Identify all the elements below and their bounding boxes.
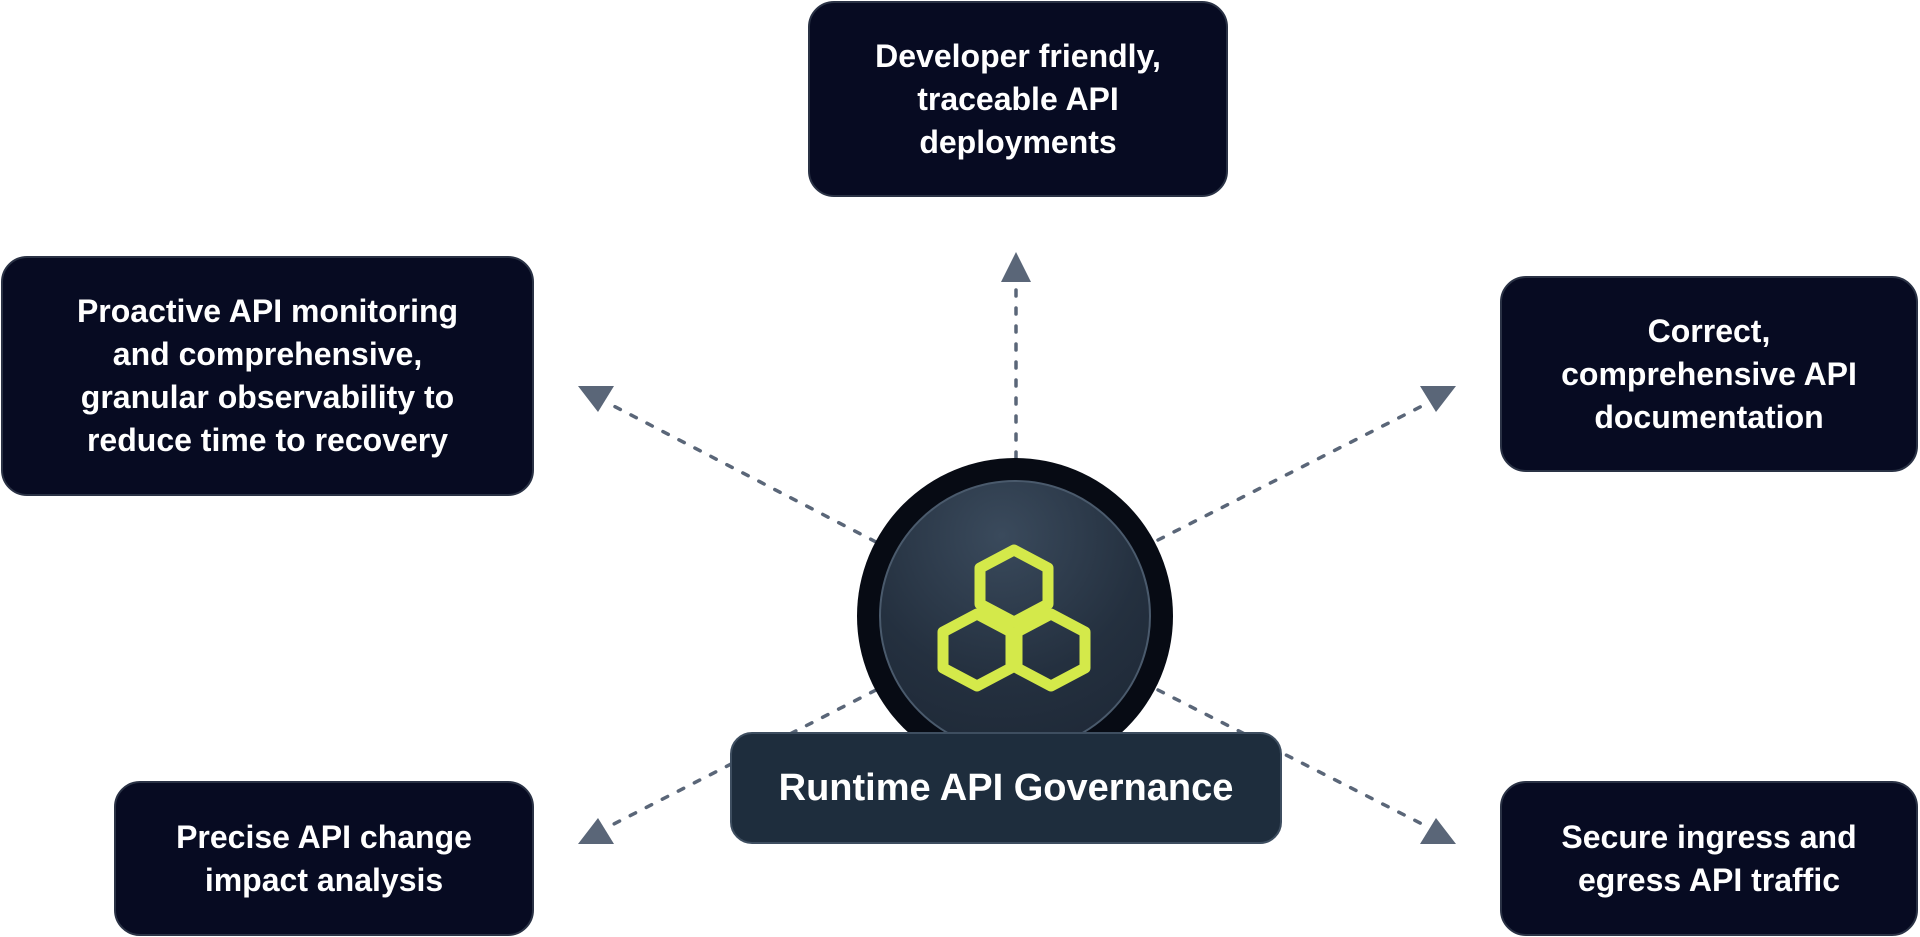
connector-right — [1156, 400, 1432, 542]
node-left-line: Proactive API monitoring — [76, 293, 459, 329]
node-right-line: comprehensive API — [1561, 355, 1857, 392]
node-bottom-left-line: Precise API change — [176, 818, 472, 855]
node-right-line: Correct, — [1647, 312, 1771, 349]
node-bottom-right-line: egress API traffic — [1577, 861, 1840, 898]
node-right-line: documentation — [1594, 398, 1824, 435]
node-top-line: Developer friendly, — [875, 37, 1161, 74]
node-top-line: traceable API — [917, 80, 1119, 117]
node-top-text: Developer friendly, traceable API deploy… — [875, 35, 1161, 164]
node-bottom-left-text: Precise API change impact analysis — [176, 816, 472, 902]
arrowhead-bottom-left — [578, 818, 614, 844]
node-bottom-left-line: impact analysis — [204, 861, 444, 898]
node-bottom-right-text: Secure ingress and egress API traffic — [1561, 816, 1856, 902]
arrowhead-right — [1420, 386, 1456, 412]
hub-inner-circle — [879, 480, 1151, 752]
node-bottom-left: Precise API change impact analysis — [114, 781, 534, 936]
node-top-line: deployments — [919, 123, 1117, 160]
node-left: Proactive API monitoring and comprehensi… — [1, 256, 534, 496]
node-right: Correct, comprehensive API documentation — [1500, 276, 1918, 472]
arrowhead-bottom-right — [1420, 818, 1456, 844]
node-left-line: and comprehensive, — [112, 336, 423, 372]
node-left-line: reduce time to recovery — [86, 422, 449, 458]
node-top: Developer friendly, traceable API deploy… — [808, 1, 1228, 197]
arrowhead-top — [1001, 252, 1031, 282]
node-left-text: Proactive API monitoring and comprehensi… — [77, 290, 458, 462]
connector-left — [604, 400, 878, 544]
node-bottom-right-line: Secure ingress and — [1561, 818, 1857, 855]
arrowhead-left — [578, 386, 614, 412]
node-right-text: Correct, comprehensive API documentation — [1561, 310, 1857, 439]
hub-label: Runtime API Governance — [730, 732, 1282, 844]
node-bottom-right: Secure ingress and egress API traffic — [1500, 781, 1918, 936]
hexagon-cluster-icon — [937, 544, 1091, 692]
node-left-line: granular observability to — [80, 379, 455, 415]
hub-circle — [857, 458, 1173, 774]
